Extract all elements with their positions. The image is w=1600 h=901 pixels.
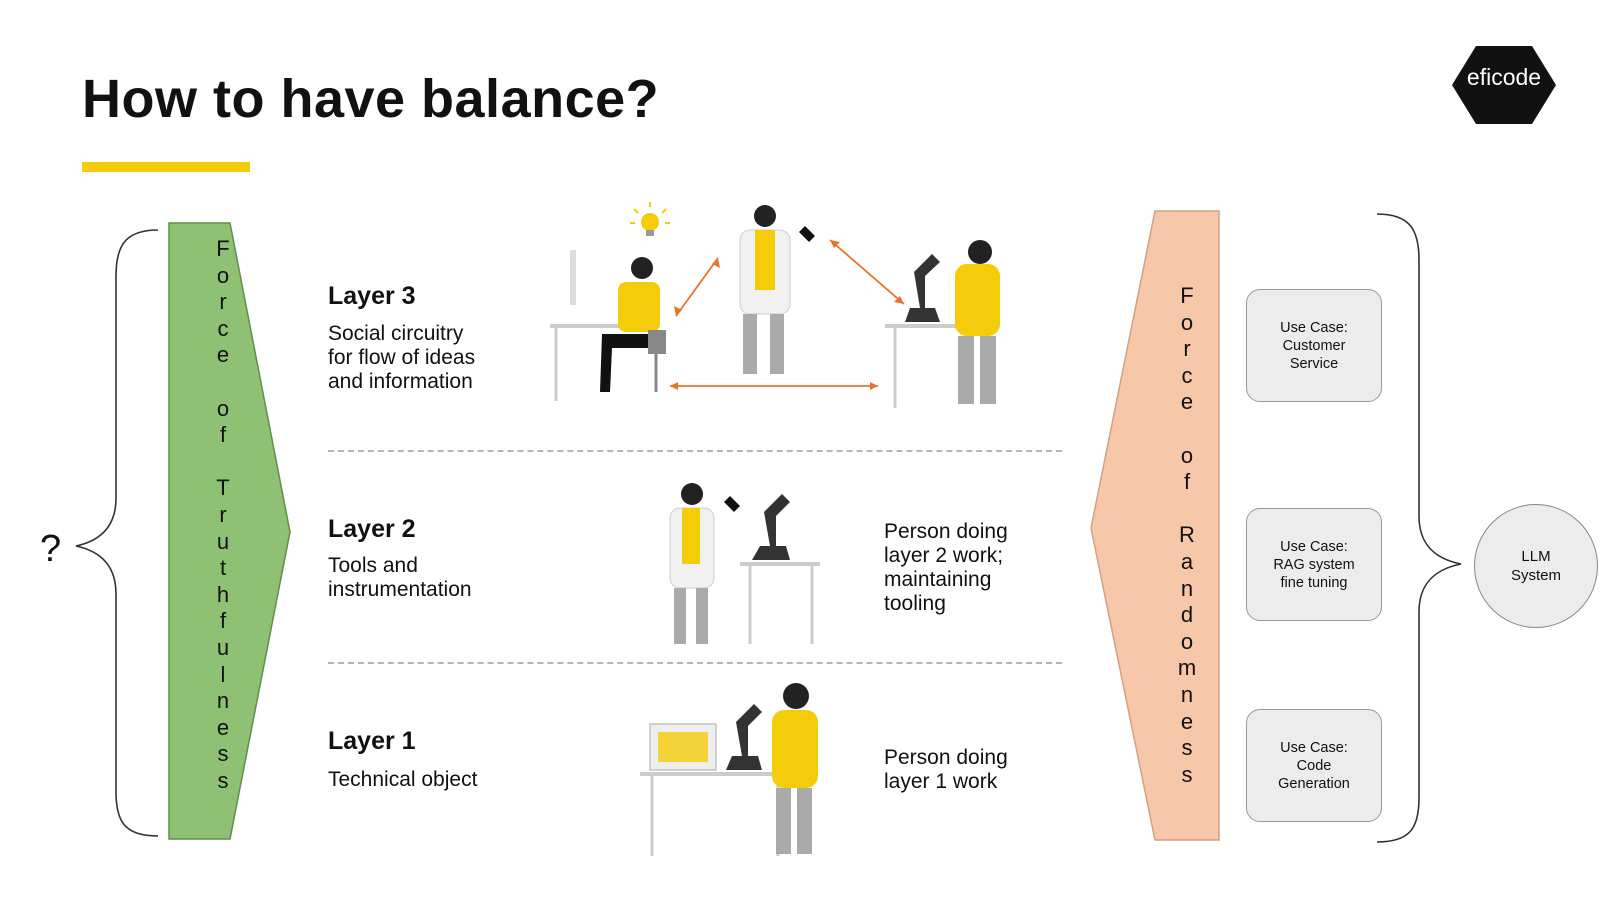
use-case-rag-fine-tuning: Use Case: RAG system fine tuning xyxy=(1246,508,1382,621)
use-case-customer-service: Use Case: Customer Service xyxy=(1246,289,1382,402)
label-letter: o xyxy=(1180,309,1194,335)
label-letter xyxy=(1184,416,1190,443)
label-letter: s xyxy=(217,767,229,793)
label-letter xyxy=(1184,496,1190,523)
layer-1-illustration-icon xyxy=(640,683,818,856)
layer-2-illustration-icon xyxy=(669,483,820,644)
label-letter: R xyxy=(1179,522,1195,548)
logo-text: eficode xyxy=(1466,64,1542,90)
label-letter xyxy=(220,449,226,476)
label-letter: u xyxy=(216,528,230,554)
label-letter: s xyxy=(217,741,229,767)
label-letter: s xyxy=(1181,735,1193,761)
label-letter: o xyxy=(1180,628,1194,654)
label-letter: o xyxy=(216,395,230,421)
label-letter: u xyxy=(216,634,230,660)
question-mark: ? xyxy=(40,528,62,570)
llm-system-circle: LLM System xyxy=(1474,504,1598,628)
label-letter: l xyxy=(220,661,226,687)
label-letter xyxy=(220,369,226,396)
label-letter: m xyxy=(1177,655,1197,681)
label-letter: o xyxy=(216,262,230,288)
page-title: How to have balance? xyxy=(82,69,660,129)
label-letter: r xyxy=(1183,336,1191,362)
left-brace-icon xyxy=(75,229,159,837)
right-brace-icon xyxy=(1376,213,1462,843)
label-letter: F xyxy=(216,236,230,261)
layer-2-side-description: Person doing layer 2 work; maintaining t… xyxy=(884,520,1008,615)
label-letter: r xyxy=(219,501,227,527)
label-letter: r xyxy=(219,289,227,315)
layer-1-title: Layer 1 xyxy=(328,727,416,755)
randomness-arrow-icon xyxy=(1090,210,1220,841)
layer-2-description: Tools and instrumentation xyxy=(328,554,472,601)
label-letter: T xyxy=(216,475,230,501)
label-letter: e xyxy=(216,714,230,740)
layer-1-side-description: Person doing layer 1 work xyxy=(884,746,1008,793)
label-letter: n xyxy=(216,688,230,714)
layer-3-illustration-icon xyxy=(550,202,1000,408)
label-letter: h xyxy=(216,581,230,607)
label-letter: n xyxy=(1180,681,1194,707)
label-letter: e xyxy=(1180,389,1194,415)
label-letter: c xyxy=(217,315,229,341)
truthfulness-arrow-icon xyxy=(168,222,291,840)
label-letter: f xyxy=(1183,469,1191,495)
label-letter: f xyxy=(219,608,227,634)
label-letter: a xyxy=(1180,548,1194,574)
eficode-logo-icon xyxy=(1452,46,1556,124)
layer-divider-1 xyxy=(328,450,1062,452)
use-case-code-generation: Use Case: Code Generation xyxy=(1246,709,1382,822)
title-underline xyxy=(82,162,250,172)
label-letter: o xyxy=(1180,442,1194,468)
layer-2-title: Layer 2 xyxy=(328,515,416,543)
layer-3-description: Social circuitry for flow of ideas and i… xyxy=(328,322,476,393)
label-letter: t xyxy=(219,555,227,581)
layer-3-title: Layer 3 xyxy=(328,282,416,310)
label-letter: d xyxy=(1180,602,1194,628)
label-letter: c xyxy=(1181,362,1193,388)
layer-1-description: Technical object xyxy=(328,768,478,791)
label-letter: n xyxy=(1180,575,1194,601)
label-letter: F xyxy=(1180,283,1194,308)
label-letter: s xyxy=(1181,761,1193,787)
label-letter: f xyxy=(219,422,227,448)
layer-divider-2 xyxy=(328,662,1062,664)
label-letter: e xyxy=(1180,708,1194,734)
label-letter: e xyxy=(216,342,230,368)
